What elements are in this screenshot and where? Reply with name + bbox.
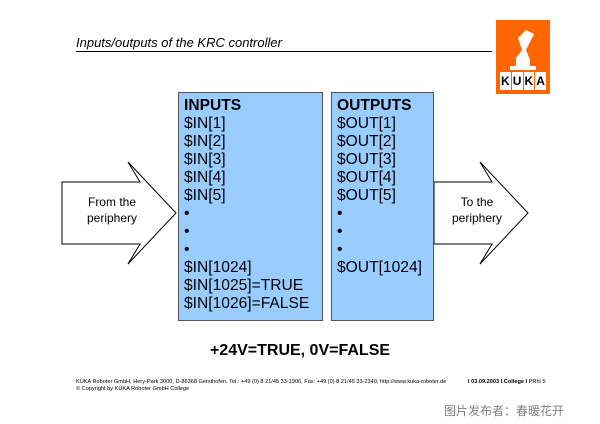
output-arrow [433,161,529,265]
input-item: $IN[2] [184,133,226,150]
output-item: $OUT[5] [337,187,396,204]
page-title: Inputs/outputs of the KRC controller [76,35,282,50]
logo-letter: K [500,72,511,90]
header-divider [76,51,492,52]
inputs-box: INPUTS $IN[1] $IN[2] $IN[3] $IN[4] $IN[5… [178,92,323,321]
kuka-logo: K U K A [496,20,550,94]
outputs-heading: OUTPUTS [337,97,412,114]
ellipsis-dot: • [337,205,343,222]
input-item: $IN[3] [184,151,226,168]
robot-arm-icon [510,30,536,70]
input-item: $IN[4] [184,169,226,186]
input-item: $IN[1026]=FALSE [184,295,310,312]
input-item: $IN[1024] [184,259,252,276]
footer-date: 03.09.2003 [471,379,500,385]
footer-dept: College [503,379,524,385]
logo-letter: A [535,72,546,90]
ellipsis-dot: • [337,223,343,240]
ellipsis-dot: • [337,241,343,258]
input-item: $IN[5] [184,187,226,204]
from-label-line2: periphery [86,211,138,225]
outputs-box: OUTPUTS $OUT[1] $OUT[2] $OUT[3] $OUT[4] … [331,92,434,321]
to-label-line1: To the [460,195,494,209]
watermark: 图片发布者：春暖花开 [444,404,565,418]
to-periphery-label: To the periphery [436,194,518,226]
ellipsis-dot: • [184,223,190,240]
logic-level-equation: +24V=TRUE, 0V=FALSE [209,342,391,359]
footer-address: KUKA Roboter GmbH, Hery-Park 3000, D-863… [76,379,447,385]
output-item: $OUT[1024] [337,259,422,276]
footer-page: PRhl 5 [528,379,546,385]
from-label-line1: From the [87,195,136,209]
to-label-line2: periphery [451,211,503,225]
input-item: $IN[1025]=TRUE [184,277,304,294]
ellipsis-dot: • [184,205,190,222]
ellipsis-dot: • [184,241,190,258]
output-item: $OUT[2] [337,133,396,150]
from-periphery-label: From the periphery [72,194,152,226]
logo-letter: U [511,72,523,90]
footer-copyright: © Copyright by KUKA Roboter GmbH College [76,386,190,392]
output-item: $OUT[1] [337,115,396,132]
output-item: $OUT[4] [337,169,396,186]
input-arrow [61,161,177,265]
output-item: $OUT[3] [337,151,396,168]
logo-letter: K [523,72,535,90]
logo-wordmark: K U K A [500,72,546,90]
input-item: $IN[1] [184,115,226,132]
footer-meta: I 03.09.2003 I College I PRhl 5 [468,379,546,385]
inputs-heading: INPUTS [184,97,242,114]
